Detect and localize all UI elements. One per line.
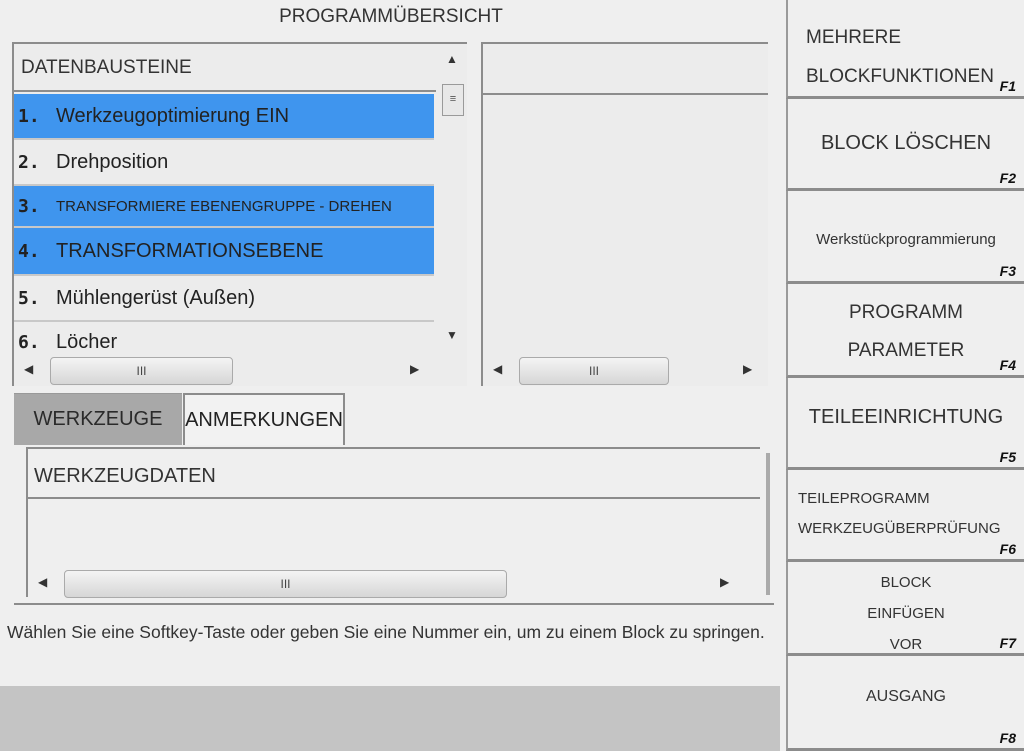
- scroll-up-arrow-icon[interactable]: ▲: [446, 52, 458, 66]
- softkey-label: AUSGANG: [865, 688, 946, 705]
- softkey-f5[interactable]: TEILEEINRICHTUNG F5: [786, 378, 1024, 470]
- block-list-header: DATENBAUSTEINE: [14, 44, 436, 92]
- block-number: 3.: [18, 195, 40, 217]
- softkey-code: F6: [999, 541, 1016, 557]
- softkey-code: F7: [999, 635, 1016, 651]
- block-list: 1. Werkzeugoptimierung EIN 2. Drehpositi…: [14, 94, 434, 354]
- block-detail-panel: ◀ III ▶: [481, 42, 768, 386]
- horizontal-scroll-thumb[interactable]: III: [64, 570, 507, 598]
- detail-horizontal-scrollbar[interactable]: ◀ III ▶: [483, 354, 767, 385]
- tab-tools[interactable]: WERKZEUGE: [14, 393, 182, 445]
- tool-data-box: WERKZEUGDATEN ◀ III ▶: [26, 447, 760, 598]
- block-label: Löcher: [56, 330, 118, 353]
- scroll-down-arrow-icon[interactable]: ▼: [446, 328, 458, 342]
- block-number: 5.: [18, 287, 40, 309]
- scroll-left-arrow-icon[interactable]: ◀: [24, 362, 34, 376]
- softkey-f2[interactable]: BLOCK LÖSCHEN F2: [786, 99, 1024, 191]
- block-row-6[interactable]: 6. Löcher: [14, 322, 434, 354]
- block-list-panel: DATENBAUSTEINE 1. Werkzeugoptimierung EI…: [12, 42, 467, 386]
- softkey-label: Werkstückprogrammierung: [816, 231, 996, 248]
- page-title: PROGRAMMÜBERSICHT: [279, 6, 503, 27]
- block-number: 6.: [18, 331, 40, 353]
- scroll-right-arrow-icon[interactable]: ▶: [410, 362, 420, 376]
- block-label: TRANSFORMIERE EBENENGRUPPE - DREHEN: [56, 197, 392, 215]
- scroll-right-arrow-icon[interactable]: ▶: [743, 362, 753, 376]
- vertical-scroll-thumb[interactable]: ≡: [442, 84, 464, 116]
- block-label: Werkzeugoptimierung EIN: [56, 104, 290, 127]
- softkey-code: F3: [999, 263, 1016, 279]
- block-row-4[interactable]: 4. TRANSFORMATIONSEBENE: [14, 228, 434, 276]
- block-list-vertical-scrollbar[interactable]: ▲ ≡ ▼: [437, 48, 467, 353]
- softkey-code: F2: [999, 170, 1016, 186]
- block-label: TRANSFORMATIONSEBENE: [56, 239, 324, 262]
- softkey-f3[interactable]: Werkstückprogrammierung F3: [786, 191, 1024, 284]
- softkey-label: BLOCK LÖSCHEN: [820, 132, 992, 154]
- tool-data-header: WERKZEUGDATEN: [28, 449, 760, 499]
- scroll-left-arrow-icon[interactable]: ◀: [38, 575, 48, 589]
- softkey-code: F8: [999, 730, 1016, 746]
- panel-edge: [766, 453, 770, 595]
- footer-bar: [0, 686, 780, 751]
- tool-data-panel: WERKZEUGDATEN ◀ III ▶: [14, 445, 774, 605]
- block-row-2[interactable]: 2. Drehposition: [14, 140, 434, 186]
- horizontal-scroll-thumb[interactable]: III: [50, 357, 233, 385]
- softkey-label: TEILEEINRICHTUNG: [808, 406, 1004, 428]
- softkey-code: F1: [999, 78, 1016, 94]
- softkey-code: F5: [999, 449, 1016, 465]
- block-label: Mühlengerüst (Außen): [56, 286, 255, 309]
- horizontal-scroll-thumb[interactable]: III: [519, 357, 669, 385]
- tab-notes[interactable]: ANMERKUNGEN: [183, 393, 345, 445]
- block-number: 4.: [18, 240, 40, 262]
- block-list-horizontal-scrollbar[interactable]: ◀ III ▶: [14, 354, 434, 385]
- scroll-left-arrow-icon[interactable]: ◀: [493, 362, 503, 376]
- status-message: Wählen Sie eine Softkey-Taste oder geben…: [7, 622, 765, 642]
- tool-data-horizontal-scrollbar[interactable]: ◀ III ▶: [28, 567, 748, 598]
- block-label: Drehposition: [56, 150, 169, 173]
- panel-divider: [483, 93, 768, 95]
- scroll-right-arrow-icon[interactable]: ▶: [720, 575, 730, 589]
- block-row-5[interactable]: 5. Mühlengerüst (Außen): [14, 276, 434, 322]
- softkey-f8[interactable]: AUSGANG F8: [786, 656, 1024, 751]
- softkey-code: F4: [999, 357, 1016, 373]
- block-number: 1.: [18, 105, 40, 127]
- block-row-3[interactable]: 3. TRANSFORMIERE EBENENGRUPPE - DREHEN: [14, 186, 434, 228]
- block-row-1[interactable]: 1. Werkzeugoptimierung EIN: [14, 94, 434, 140]
- block-number: 2.: [18, 151, 40, 173]
